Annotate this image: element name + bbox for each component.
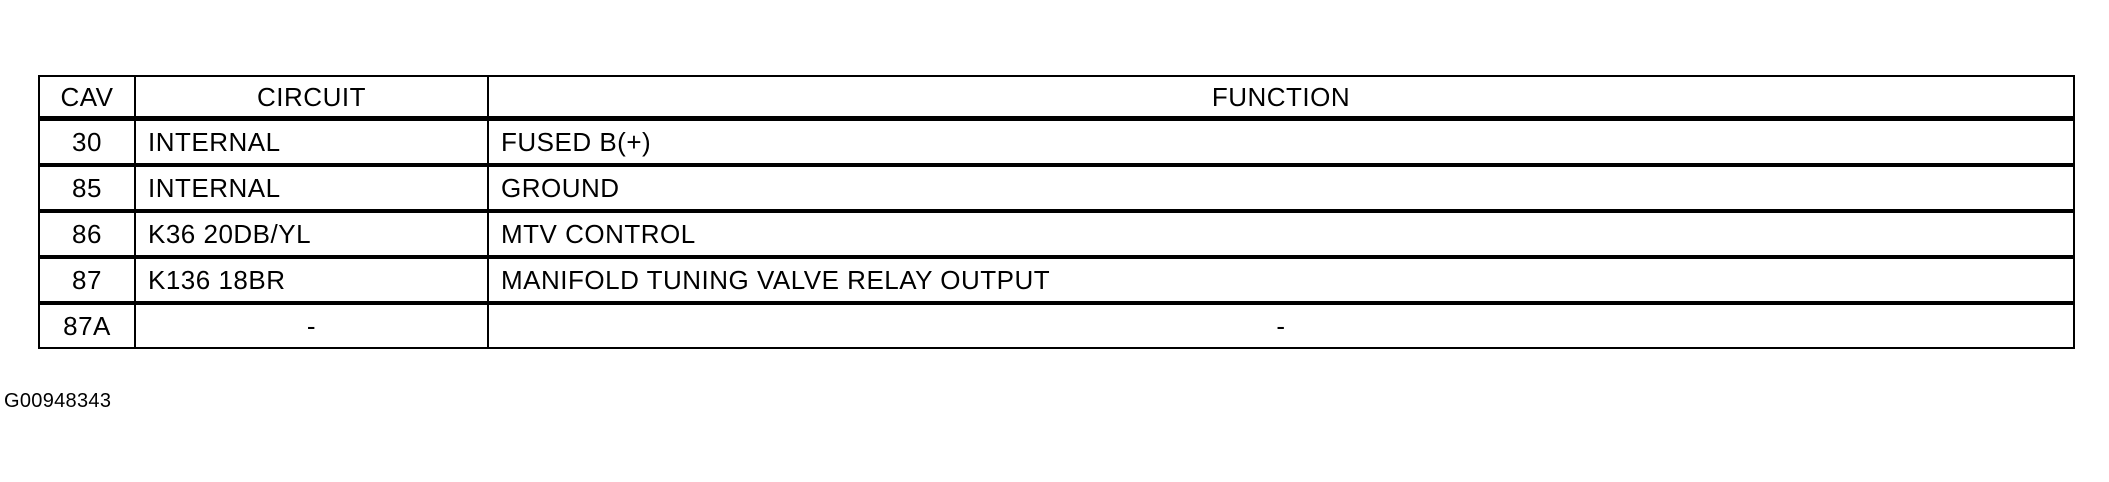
table-row: 85 INTERNAL GROUND bbox=[38, 164, 2075, 213]
table-body: 30 INTERNAL FUSED B(+) 85 INTERNAL GROUN… bbox=[38, 117, 2075, 349]
cav-cell: 86 bbox=[38, 210, 136, 259]
function-cell: MTV CONTROL bbox=[487, 210, 2075, 259]
function-cell: - bbox=[487, 302, 2075, 349]
table-row: 86 K36 20DB/YL MTV CONTROL bbox=[38, 210, 2075, 259]
cav-cell: 87 bbox=[38, 256, 136, 305]
connector-pinout-table: CAV CIRCUIT FUNCTION 30 INTERNAL FUSED B… bbox=[38, 75, 2075, 349]
table-row: 87 K136 18BR MANIFOLD TUNING VALVE RELAY… bbox=[38, 256, 2075, 305]
header-circuit: CIRCUIT bbox=[134, 75, 489, 121]
circuit-cell: - bbox=[134, 302, 489, 349]
circuit-cell: INTERNAL bbox=[134, 164, 489, 213]
figure-id: G00948343 bbox=[4, 390, 112, 412]
header-cav: CAV bbox=[38, 75, 136, 121]
function-cell: GROUND bbox=[487, 164, 2075, 213]
header-row: CAV CIRCUIT FUNCTION bbox=[38, 75, 2075, 121]
table-row: 87A - - bbox=[38, 302, 2075, 349]
cav-cell: 30 bbox=[38, 117, 136, 167]
circuit-cell: K136 18BR bbox=[134, 256, 489, 305]
function-cell: MANIFOLD TUNING VALVE RELAY OUTPUT bbox=[487, 256, 2075, 305]
circuit-cell: K36 20DB/YL bbox=[134, 210, 489, 259]
cav-cell: 85 bbox=[38, 164, 136, 213]
function-cell: FUSED B(+) bbox=[487, 117, 2075, 167]
table-header: CAV CIRCUIT FUNCTION bbox=[38, 75, 2075, 121]
cav-cell: 87A bbox=[38, 302, 136, 349]
table-row: 30 INTERNAL FUSED B(+) bbox=[38, 117, 2075, 167]
circuit-cell: INTERNAL bbox=[134, 117, 489, 167]
header-function: FUNCTION bbox=[487, 75, 2075, 121]
